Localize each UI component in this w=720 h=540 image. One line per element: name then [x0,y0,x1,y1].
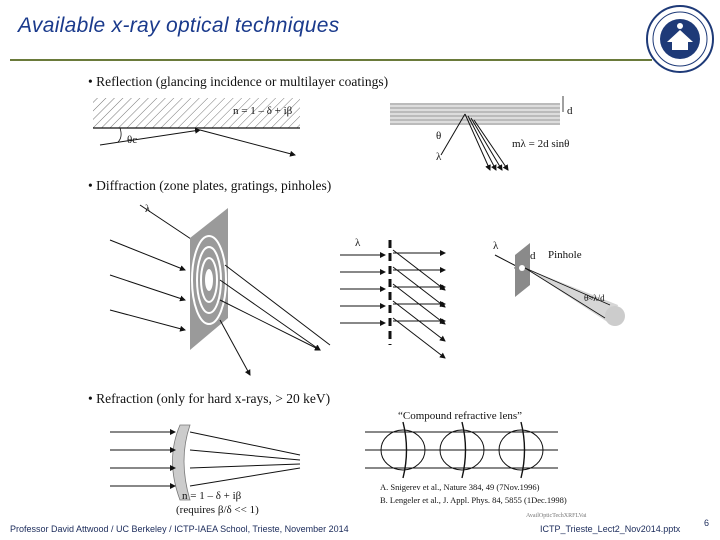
bullet-diffraction: Diffraction (zone plates, gratings, pinh… [88,178,331,194]
lambda-label-zone-plate: λ [145,203,151,215]
mirror-surface [93,98,300,128]
reflection-reflected-ray [199,129,296,157]
refractive-lens-diagram [110,424,301,501]
zone-plate-diagram [109,204,331,376]
title-rule [10,59,652,61]
slide-source-code: AvailOpticTechXRFLVai [526,513,587,519]
requires-label: (requires β/δ << 1) [176,504,259,516]
glancing-mirror-diagram [93,98,300,157]
compound-lens-label: “Compound refractive lens” [398,410,523,422]
lens-element-3 [498,429,544,471]
pinhole-diagram [494,243,625,326]
refraction-index-label: n = 1 – δ + iβ [182,490,242,502]
footer-right: ICTP_Trieste_Lect2_Nov2014.pptx [540,524,681,534]
lambda-label-multilayer: λ [436,151,442,163]
lambda-label-pinhole: λ [493,240,499,252]
pinhole-angle-label: θ≈λ/d [584,293,605,303]
refractive-index-label: n = 1 – δ + iβ [233,105,293,117]
reference-1: A. Snigerev et al., Nature 384, 49 (7Nov… [380,482,540,492]
page-number: 6 [704,518,710,528]
lens-element-1 [380,429,426,471]
slide-title: Available x-ray optical techniques [18,14,340,37]
bragg-law-label: mλ = 2d sinθ [512,138,570,150]
uc-seal-icon [646,5,714,73]
lambda-label-grating: λ [355,237,361,249]
grating-diagram [340,240,446,359]
pinhole-d-label: d [530,250,536,262]
multilayer-diagram [390,96,564,171]
theta-label: θ [436,130,442,142]
reference-2: B. Lengeler et al., J. Appl. Phys. 84, 5… [380,495,567,505]
compound-lens-diagram [365,421,558,479]
footer-left: Professor David Attwood / UC Berkeley / … [10,524,349,534]
bullet-refraction: Refraction (only for hard x-rays, > 20 k… [88,391,330,407]
concave-lens [172,424,191,501]
pinhole-label: Pinhole [548,249,582,261]
critical-angle-label: θc [127,134,138,146]
reflection-incident-ray [99,127,201,146]
spacing-d-label: d [567,105,573,117]
bullet-reflection: Reflection (glancing incidence or multil… [88,74,388,90]
lens-element-2 [439,429,485,471]
